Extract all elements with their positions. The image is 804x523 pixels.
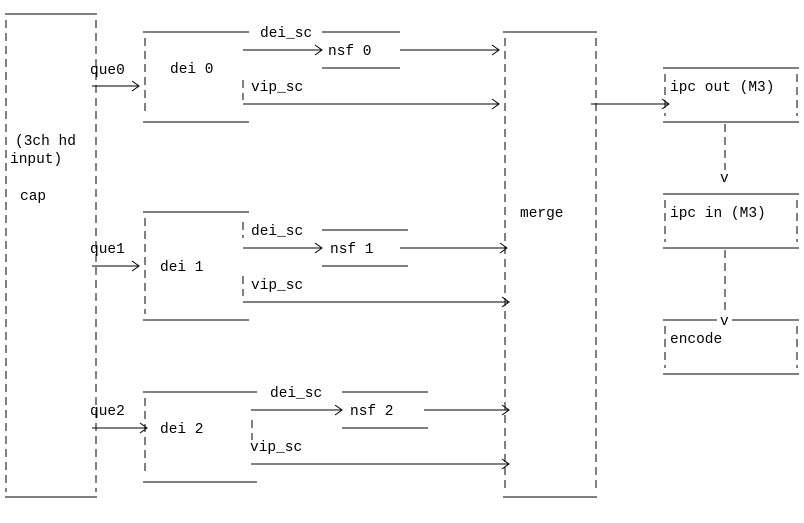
dei1-label: dei 1: [160, 260, 204, 276]
que2-arrow: [92, 422, 148, 434]
nsf2-label: nsf 2: [350, 404, 394, 420]
dei0-dei-sc-label: dei_sc: [260, 26, 312, 42]
nsf1-to-merge-arrow: [400, 242, 508, 254]
cap-label: cap: [20, 189, 46, 205]
cap-input-line1: (3ch hd: [15, 134, 76, 150]
merge-label: merge: [520, 206, 564, 222]
que2-label: que2: [90, 404, 125, 420]
ipc-in-to-encode-marker: v: [720, 314, 729, 330]
ipc-in-block: ipc in (M3): [663, 193, 799, 249]
nsf2-to-merge-arrow: [424, 404, 510, 416]
nsf0-label: nsf 0: [328, 44, 372, 60]
cap-block: (3ch hd input) cap: [5, 13, 97, 498]
merge-to-ipc-out-arrow: [591, 98, 670, 110]
dei1-vip-sc-arrow: [243, 296, 510, 308]
dei1-to-nsf1-arrow: [243, 242, 323, 254]
merge-block: merge: [503, 31, 597, 498]
ipc-out-label: ipc out (M3): [670, 80, 774, 96]
nsf0-to-merge-arrow: [400, 44, 500, 56]
que1-label: que1: [90, 242, 125, 258]
dei2-label: dei 2: [160, 422, 204, 438]
dei2-vip-sc-label: vip_sc: [250, 440, 302, 456]
nsf1-label: nsf 1: [330, 242, 374, 258]
encode-label: encode: [670, 332, 722, 348]
que0-arrow: [92, 80, 140, 92]
que0-label: que0: [90, 63, 125, 79]
dei2-vip-sc-arrow: [251, 458, 510, 470]
dei2-dei-sc-label: dei_sc: [270, 386, 322, 402]
dei0-to-nsf0-arrow: [243, 44, 323, 56]
dei1-dei-sc-label: dei_sc: [251, 224, 303, 240]
dei1-vip-sc-label: vip_sc: [251, 278, 303, 294]
dei0-label: dei 0: [170, 62, 214, 78]
dei1-block: dei 1: [143, 211, 249, 321]
que1-arrow: [92, 260, 140, 272]
dei0-vip-sc-arrow: [243, 98, 500, 110]
dei2-block: dei 2: [143, 391, 257, 483]
ipc-out-block: ipc out (M3): [663, 67, 799, 123]
dei0-vip-sc-label: vip_sc: [251, 80, 303, 96]
cap-input-line2: input): [10, 152, 62, 168]
encode-block: encode: [663, 319, 799, 375]
dei0-block: dei 0: [143, 31, 249, 123]
ipc-in-label: ipc in (M3): [670, 206, 766, 222]
dei2-to-nsf2-arrow: [251, 404, 343, 416]
ipc-out-to-ipc-in-marker: v: [720, 171, 729, 187]
